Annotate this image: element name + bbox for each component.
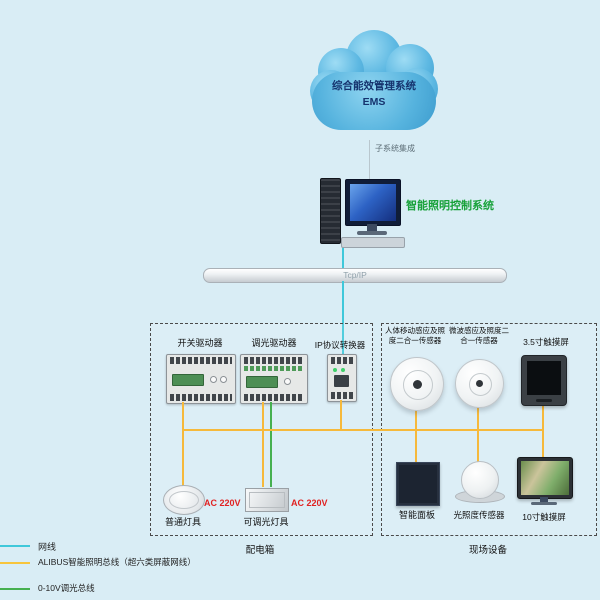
terminal-row bbox=[244, 357, 304, 364]
pc-monitor-icon bbox=[345, 179, 401, 226]
ems-cloud-title: 综合能效管理系统 bbox=[332, 80, 416, 92]
terminal-row bbox=[331, 357, 353, 364]
smart-panel-label: 智能面板 bbox=[398, 510, 435, 520]
legend-alibus-swatch bbox=[0, 562, 30, 564]
terminal-row bbox=[244, 394, 304, 401]
dimmable-lamp-power: AC 220V bbox=[291, 498, 328, 508]
driver-display bbox=[246, 376, 278, 388]
legend-alibus-label: ALIBUS智能照明总线（超六类屏蔽网线） bbox=[38, 557, 196, 567]
microwave-sensor-icon bbox=[455, 359, 504, 408]
driver-button bbox=[210, 376, 217, 383]
field-devices-caption: 现场设备 bbox=[468, 545, 507, 556]
pir-sensor-icon bbox=[390, 357, 444, 411]
dimming-bus-line bbox=[270, 402, 272, 487]
ip-converter-icon bbox=[327, 354, 357, 402]
ems-cloud-subtitle: EMS bbox=[362, 96, 386, 108]
lux-sensor-icon bbox=[461, 461, 499, 499]
integration-label: 子系统集成 bbox=[375, 144, 415, 153]
backbone-label: Tcp/IP bbox=[343, 270, 367, 280]
panel-frame bbox=[249, 492, 285, 508]
legend-network-swatch bbox=[0, 545, 30, 547]
ip-converter-label: IP协议转换器 bbox=[314, 340, 366, 350]
terminal-row-green bbox=[244, 366, 304, 371]
touchscreen-10-label: 10寸触摸屏 bbox=[522, 512, 566, 522]
smart-panel-icon bbox=[396, 462, 440, 506]
alibus-drop-dimming-driver bbox=[262, 402, 264, 487]
touchscreen-10-display bbox=[521, 461, 569, 495]
switch-driver-label: 开关驱动器 bbox=[177, 338, 223, 348]
alibus-drop-microwave-sensor bbox=[477, 405, 479, 463]
driver-display bbox=[172, 374, 204, 386]
lux-sensor-label: 光照度传感器 bbox=[453, 510, 505, 520]
sensor-ring bbox=[403, 370, 433, 400]
pc-tower-icon bbox=[320, 178, 341, 244]
dimming-driver-label: 调光驱动器 bbox=[251, 338, 297, 348]
lamp-diffuser bbox=[169, 491, 199, 509]
network-line-backbone-to-gateway bbox=[342, 281, 344, 356]
touchscreen-10-base bbox=[531, 502, 557, 505]
legend-dimming-swatch bbox=[0, 588, 30, 590]
status-led bbox=[333, 368, 337, 372]
terminal-row bbox=[170, 357, 232, 364]
pc-screen bbox=[350, 184, 396, 221]
driver-button bbox=[284, 378, 291, 385]
distribution-box-caption: 配电箱 bbox=[245, 545, 275, 556]
alibus-trunk-line bbox=[182, 429, 544, 431]
sensor-ring bbox=[469, 373, 492, 396]
dimmable-lamp-icon bbox=[245, 488, 289, 512]
terminal-row bbox=[170, 394, 232, 401]
dimmable-lamp-label: 可调光灯具 bbox=[243, 517, 289, 527]
network-line-pc-to-backbone bbox=[342, 248, 344, 268]
microwave-sensor-label: 微波感应及照度二合一传感器 bbox=[449, 326, 509, 345]
touchscreen-10-stand bbox=[540, 497, 548, 502]
keyboard-icon bbox=[341, 237, 405, 248]
system-title: 智能照明控制系统 bbox=[406, 200, 494, 212]
touchscreen-home-bar bbox=[536, 399, 552, 402]
legend-network-label: 网线 bbox=[38, 542, 57, 552]
cloud-body bbox=[312, 72, 436, 130]
pir-sensor-label: 人体移动感应及照度二合一传感器 bbox=[385, 326, 445, 345]
rj45-port bbox=[334, 375, 349, 387]
sensor-lens bbox=[476, 380, 483, 387]
integration-connector-line bbox=[369, 140, 370, 180]
terminal-row bbox=[331, 392, 353, 399]
monitor-stand-icon bbox=[367, 224, 377, 231]
legend-dimming-label: 0-10V调光总线 bbox=[38, 583, 95, 593]
status-led bbox=[341, 368, 345, 372]
touchscreen-10-icon bbox=[517, 457, 573, 499]
ordinary-lamp-icon bbox=[163, 485, 205, 515]
monitor-base-icon bbox=[357, 231, 387, 235]
alibus-drop-touchscreen bbox=[542, 403, 544, 460]
touchscreen-3-5-icon bbox=[521, 355, 567, 406]
dimming-driver-icon bbox=[240, 354, 308, 404]
touchscreen-3-5-label: 3.5寸触摸屏 bbox=[523, 337, 569, 347]
alibus-drop-pir-sensor bbox=[415, 407, 417, 464]
tcpip-backbone: Tcp/IP bbox=[203, 268, 507, 283]
switch-driver-icon bbox=[166, 354, 236, 404]
ordinary-lamp-label: 普通灯具 bbox=[164, 517, 201, 527]
touchscreen-display bbox=[527, 361, 561, 395]
sensor-lens bbox=[413, 380, 422, 389]
driver-button bbox=[220, 376, 227, 383]
alibus-drop-ip-converter bbox=[340, 400, 342, 430]
alibus-drop-switch-driver bbox=[182, 402, 184, 487]
ems-cloud-icon: 综合能效管理系统 EMS bbox=[310, 28, 438, 140]
ordinary-lamp-power: AC 220V bbox=[204, 498, 241, 508]
